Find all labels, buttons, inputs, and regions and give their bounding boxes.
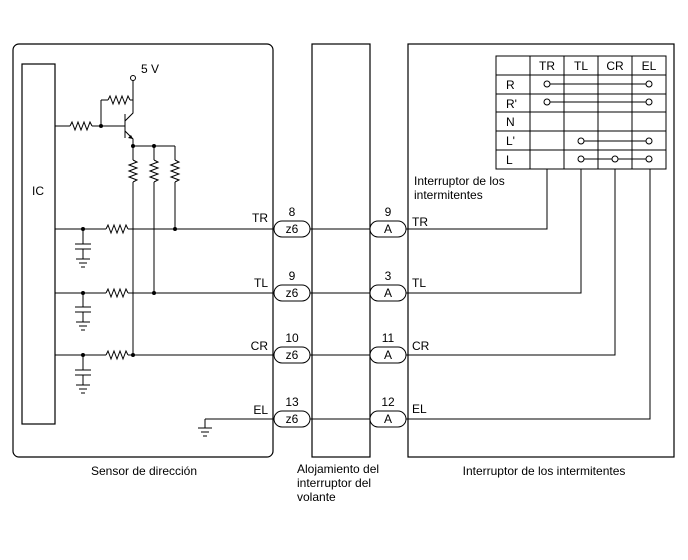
steering-sensor-box bbox=[12, 43, 274, 458]
svg-text:A: A bbox=[384, 412, 392, 426]
resistor-input bbox=[69, 120, 93, 132]
steering-housing-box bbox=[311, 43, 371, 458]
svg-text:A: A bbox=[384, 222, 392, 236]
resistor-cr bbox=[105, 349, 129, 361]
switch-table-caption-line: Interruptor de los bbox=[414, 174, 505, 188]
supply-terminal bbox=[130, 75, 136, 81]
sensor-caption: Sensor de dirección bbox=[91, 464, 197, 478]
connector-z6-el: z6 bbox=[273, 410, 311, 428]
resistor-supply bbox=[107, 94, 131, 106]
table-row-label: L bbox=[506, 153, 513, 167]
signal-label-sensor: EL bbox=[253, 403, 268, 417]
pin-number: 12 bbox=[381, 395, 395, 409]
connector-a-tl: A bbox=[369, 284, 407, 302]
svg-text:A: A bbox=[384, 286, 392, 300]
svg-text:A: A bbox=[384, 348, 392, 362]
signal-label-switch: CR bbox=[412, 339, 430, 353]
pin-number: 9 bbox=[385, 205, 392, 219]
capacitor-cr bbox=[75, 355, 91, 394]
switch-caption: Interruptor de los intermitentes bbox=[463, 464, 626, 478]
resistor-pullup-3 bbox=[169, 159, 181, 183]
table-row-label: R bbox=[506, 78, 515, 92]
signal-label-switch: TL bbox=[412, 276, 426, 290]
signal-label-switch: EL bbox=[412, 402, 427, 416]
supply-voltage-label: 5 V bbox=[141, 62, 159, 76]
capacitor-tl bbox=[75, 293, 91, 331]
resistor-pullup-2 bbox=[148, 159, 160, 183]
continuity-r bbox=[543, 80, 653, 88]
ground-symbol-el bbox=[198, 427, 212, 437]
transistor bbox=[124, 100, 134, 146]
table-row-label: R' bbox=[506, 97, 517, 111]
continuity-l-prime bbox=[577, 137, 653, 145]
pin-number: 10 bbox=[285, 331, 299, 345]
table-header: CR bbox=[606, 59, 624, 73]
table-row-label: L' bbox=[506, 134, 515, 148]
ic-block bbox=[21, 63, 56, 425]
table-row-label: N bbox=[506, 115, 515, 129]
signal-label-sensor: TL bbox=[254, 276, 268, 290]
table-header: EL bbox=[642, 59, 657, 73]
connector-z6-tr: z6 bbox=[273, 220, 311, 238]
switch-table-caption-line: intermitentes bbox=[414, 188, 483, 202]
svg-text:z6: z6 bbox=[286, 412, 299, 426]
svg-text:z6: z6 bbox=[286, 222, 299, 236]
pin-number: 3 bbox=[385, 269, 392, 283]
resistor-tl bbox=[105, 287, 129, 299]
signal-label-switch: TR bbox=[412, 215, 428, 229]
resistor-tr bbox=[105, 223, 129, 235]
table-header: TL bbox=[574, 59, 588, 73]
connector-z6-cr: z6 bbox=[273, 346, 311, 364]
resistor-pullup-1 bbox=[127, 159, 139, 183]
svg-text:z6: z6 bbox=[286, 286, 299, 300]
housing-caption-line: volante bbox=[297, 490, 336, 504]
housing-caption-line: interruptor del bbox=[297, 476, 371, 490]
housing-caption-line: Alojamiento del bbox=[297, 462, 379, 476]
svg-text:z6: z6 bbox=[286, 348, 299, 362]
signal-label-sensor: TR bbox=[252, 211, 268, 225]
pin-number: 13 bbox=[285, 395, 299, 409]
connector-a-tr: A bbox=[369, 220, 407, 238]
connector-z6-tl: z6 bbox=[273, 284, 311, 302]
continuity-l bbox=[577, 155, 653, 163]
pin-number: 11 bbox=[382, 331, 395, 345]
ic-label: IC bbox=[32, 184, 44, 198]
connector-a-cr: A bbox=[369, 346, 407, 364]
pin-number: 8 bbox=[289, 205, 296, 219]
signal-label-sensor: CR bbox=[251, 339, 269, 353]
switch-position-table bbox=[495, 55, 667, 170]
table-header: TR bbox=[539, 59, 555, 73]
capacitor-tr bbox=[75, 229, 91, 268]
pin-number: 9 bbox=[289, 269, 296, 283]
connector-a-el: A bbox=[369, 410, 407, 428]
continuity-r-prime bbox=[543, 98, 653, 106]
